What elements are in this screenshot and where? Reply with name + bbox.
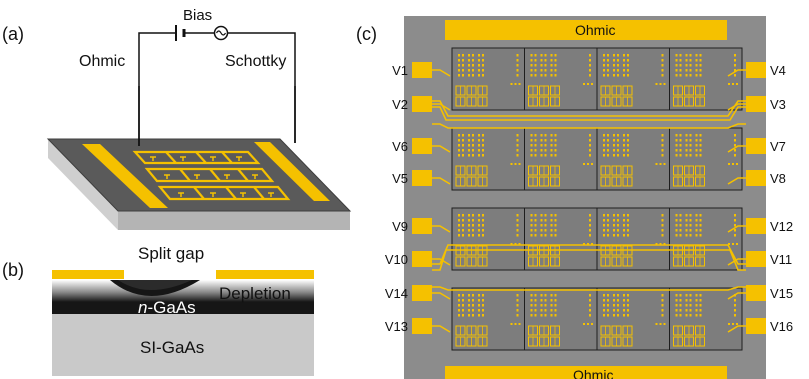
device-cell — [524, 47, 598, 111]
pad-label: V13 — [385, 319, 408, 334]
gate-bus-lines — [432, 100, 746, 291]
ohmic-bar-bottom — [445, 366, 727, 379]
bond-pad-v10: V10 — [385, 251, 451, 267]
depletion-label: Depletion — [219, 284, 291, 303]
bond-pad-v15: V15 — [727, 285, 793, 301]
n-gaas-label: n-GaAs — [138, 298, 196, 317]
pad-label: V5 — [392, 171, 408, 186]
schottky-contact-pad — [254, 142, 330, 201]
pad-label: V12 — [770, 219, 793, 234]
split-gate-right — [216, 270, 314, 279]
pad-label: V3 — [770, 97, 786, 112]
gate-array — [132, 150, 291, 201]
device-cell — [669, 207, 743, 271]
bias-label: Bias — [183, 7, 212, 24]
pad-label: V10 — [385, 252, 408, 267]
device-cell — [669, 127, 743, 191]
device-cell — [596, 47, 670, 111]
ohmic-top-label: Ohmic — [575, 22, 615, 38]
device-grid — [451, 47, 743, 351]
bond-pad-v3: V3 — [727, 96, 786, 112]
bond-pad-v9: V9 — [392, 218, 451, 234]
bond-pad-v8: V8 — [727, 170, 786, 186]
split-gate-left — [52, 270, 124, 279]
device-cell — [669, 47, 743, 111]
device-cell — [524, 287, 598, 351]
device-cell — [524, 207, 598, 271]
device-cell — [596, 207, 670, 271]
pad-label: V11 — [770, 252, 792, 267]
pad-label: V9 — [392, 219, 408, 234]
device-cell — [524, 127, 598, 191]
schottky-label: Schottky — [225, 53, 286, 70]
device-cell — [596, 127, 670, 191]
device-cell — [596, 287, 670, 351]
pad-label: V16 — [770, 319, 793, 334]
bond-pad-v5: V5 — [392, 170, 451, 186]
pad-label: V15 — [770, 286, 793, 301]
panel-b-label: (b) — [2, 260, 24, 280]
split-gap-label: Split gap — [138, 244, 204, 263]
si-gaas-substrate — [52, 314, 314, 376]
panel-a-label: (a) — [2, 24, 24, 44]
bond-pad-v2: V2 — [392, 96, 451, 112]
bond-pad-v4: V4 — [727, 62, 786, 78]
pad-label: V2 — [392, 97, 408, 112]
pad-label: V8 — [770, 171, 786, 186]
bond-pad-v12: V12 — [727, 218, 793, 234]
pad-label: V7 — [770, 139, 786, 154]
si-gaas-label: SI-GaAs — [140, 338, 204, 357]
panel-a: (a) — [2, 7, 352, 230]
device-cell — [451, 287, 525, 351]
panel-c-label: (c) — [356, 24, 377, 44]
panel-b: (b) Split gap Depletion n-GaAs SI-GaAs — [2, 244, 314, 376]
bond-pad-v13: V13 — [385, 318, 451, 334]
ohmic-bottom-label: Ohmic — [573, 367, 613, 379]
pad-label: V14 — [385, 286, 408, 301]
bond-pad-v1: V1 — [392, 62, 451, 78]
device-cell — [451, 207, 525, 271]
bond-pad-v11: V11 — [727, 251, 792, 267]
bond-pad-v16: V16 — [727, 318, 793, 334]
bond-pad-v7: V7 — [727, 138, 786, 154]
ohmic-bar-top — [445, 20, 727, 40]
bond-pad-v6: V6 — [392, 138, 451, 154]
device-cell — [451, 47, 525, 111]
pad-label: V6 — [392, 139, 408, 154]
pad-label: V1 — [392, 63, 408, 78]
bond-pad-v14: V14 — [385, 285, 451, 301]
pad-label: V4 — [770, 63, 786, 78]
ohmic-contact-pad — [82, 144, 168, 208]
ohmic-label: Ohmic — [79, 53, 125, 70]
bias-circuit — [138, 25, 296, 146]
device-cell — [451, 127, 525, 191]
